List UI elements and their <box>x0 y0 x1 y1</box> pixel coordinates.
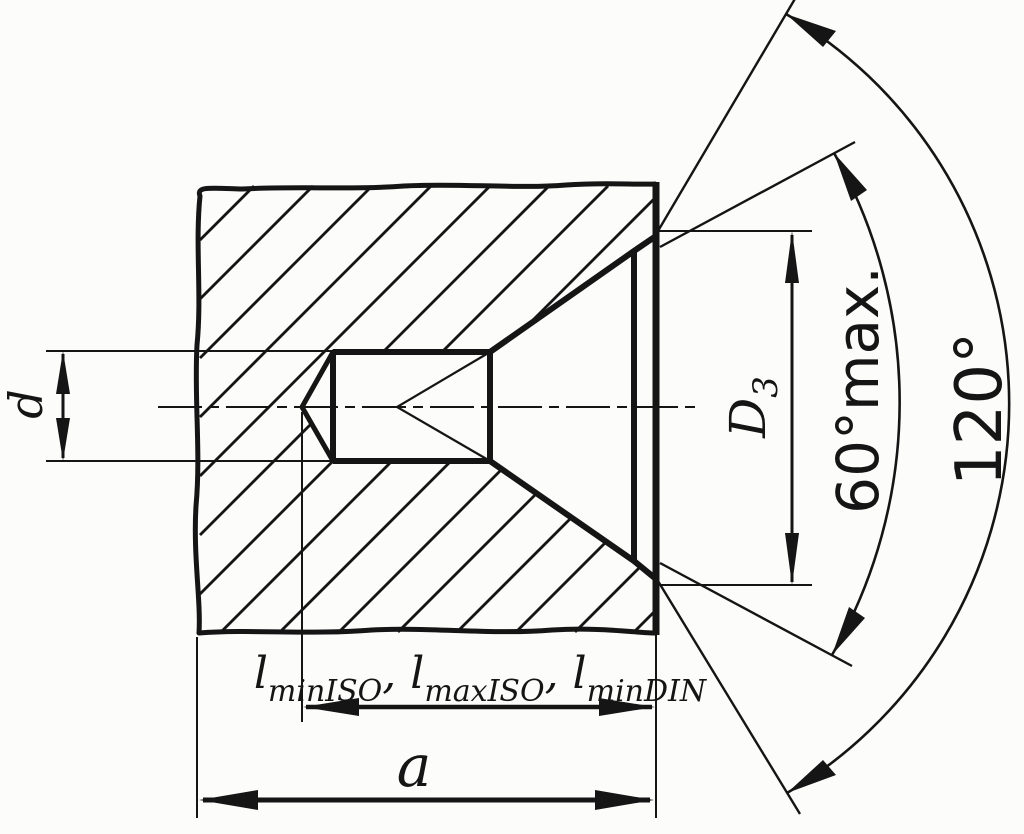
a-label: a <box>397 732 432 800</box>
l-arrow-left <box>303 698 359 716</box>
hatch-line <box>633 610 656 633</box>
d3-arrow-up <box>785 231 799 283</box>
countersink-cone <box>487 233 659 582</box>
angle-120-legs <box>656 0 802 815</box>
angle-60-legs <box>659 140 856 668</box>
angle-120-arc-arrow-top <box>786 14 836 47</box>
hatch-line <box>199 185 491 477</box>
angle-120-arc-arrow-bottom <box>787 760 836 793</box>
d-arrow-up <box>56 351 70 394</box>
d-extension-lines <box>46 350 350 462</box>
hatch-line <box>199 185 255 241</box>
d3-label: D3 <box>719 376 786 439</box>
angle-60-arc-arrow-bottom <box>832 607 865 655</box>
a-arrow-right <box>595 790 654 810</box>
angle-60-label: 60°max. <box>824 266 892 514</box>
drill-tip-cone <box>299 349 336 464</box>
l-lengths-label: lminISO, lmaxISO, lminDIN <box>254 648 708 709</box>
d-arrow-down <box>56 418 70 461</box>
pilot-hole <box>330 349 493 464</box>
d-label: d <box>0 389 53 418</box>
angle-120-arc <box>785 12 1011 795</box>
block-outline <box>192 181 659 636</box>
a-arrow-left <box>199 790 258 810</box>
l-arrow-right <box>599 698 655 716</box>
hatch-line <box>199 185 432 418</box>
hatch-line <box>199 185 373 359</box>
d3-arrow-down <box>785 533 799 585</box>
d3-extension-lines <box>659 230 812 586</box>
hatch-line <box>199 185 314 300</box>
angle-60-arc-arrow-top <box>834 153 867 201</box>
angle-120-label: 120° <box>943 332 1017 486</box>
angle-60-arc <box>830 152 901 656</box>
